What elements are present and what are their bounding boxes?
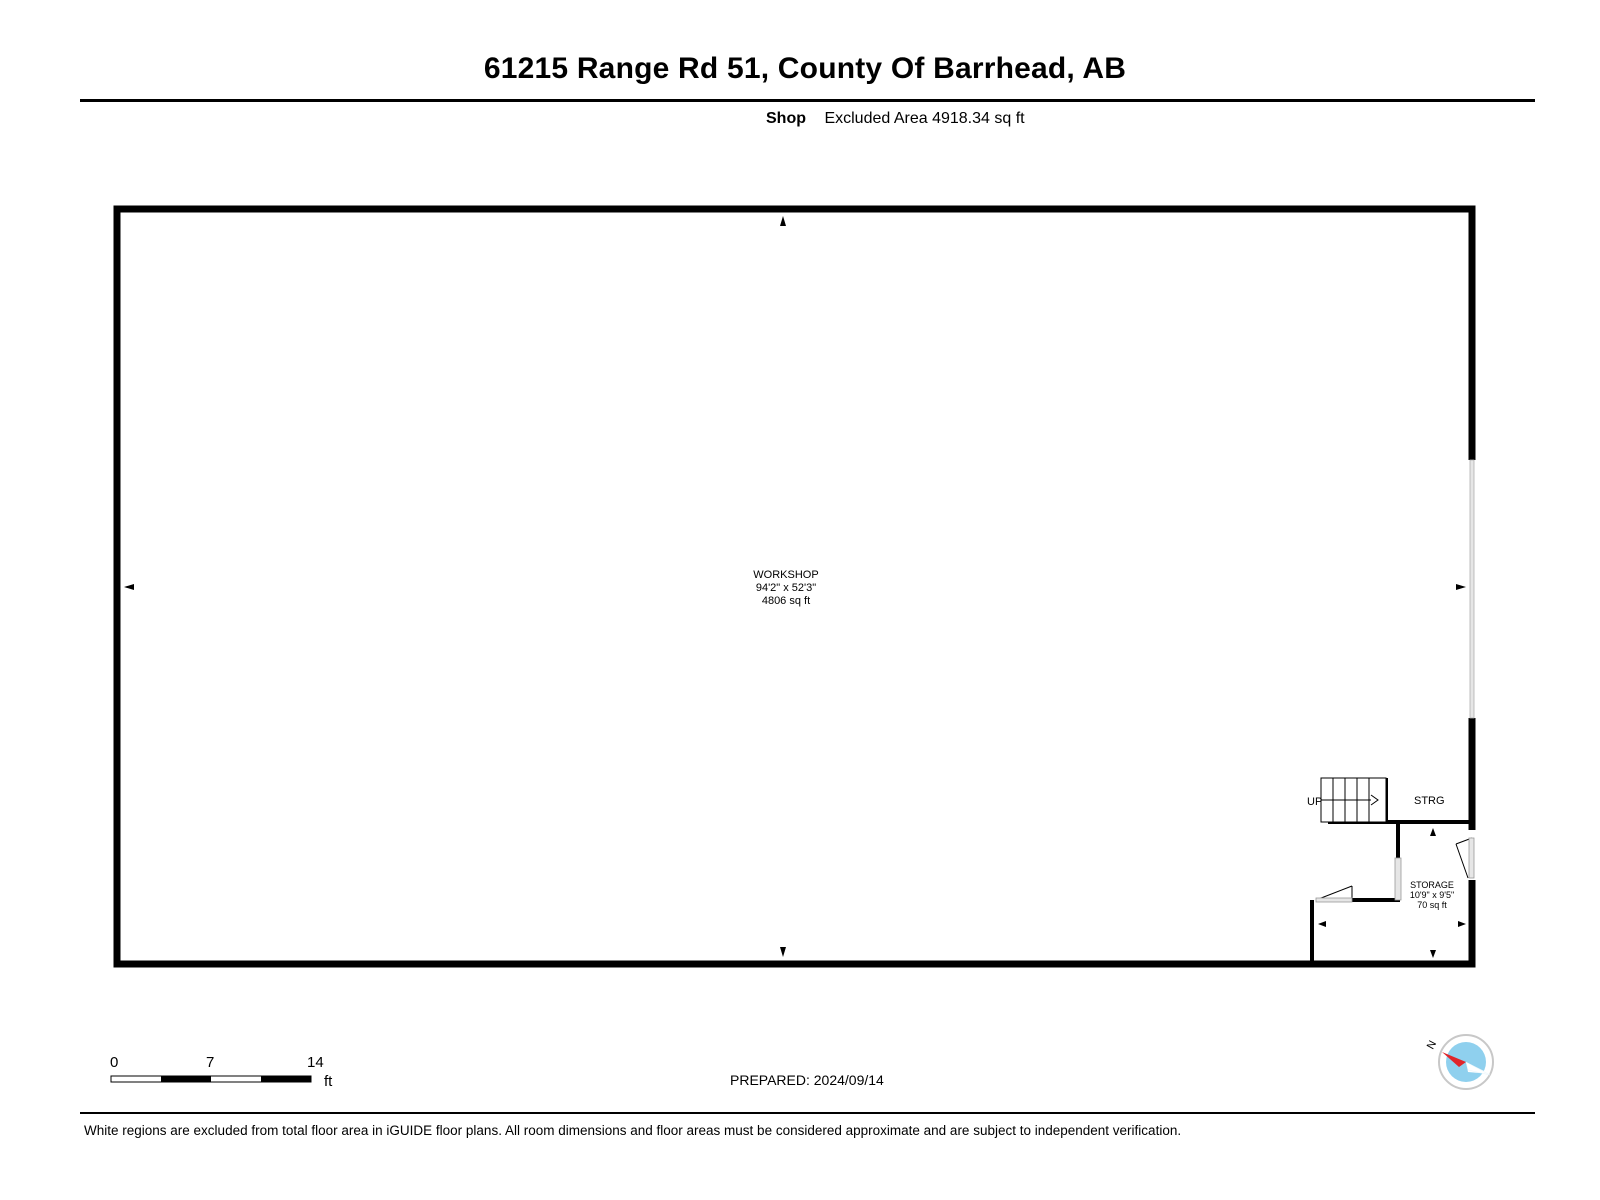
compass-icon: N [1425, 1034, 1494, 1090]
room-workshop: WORKSHOP 94'2" x 52'3" 4806 sq ft [753, 569, 818, 607]
scale-unit: ft [324, 1073, 333, 1090]
header-divider [80, 99, 1535, 102]
storage-door-west [1394, 857, 1402, 901]
scale-tick-0: 0 [110, 1054, 118, 1071]
scale-bar: 0 7 14 ft [110, 1054, 333, 1090]
workshop-area: 4806 sq ft [762, 595, 810, 607]
storage-dimensions: 10'9" x 9'5" [1410, 890, 1454, 900]
level-name: Shop [766, 110, 806, 127]
outer-walls [113, 205, 1476, 968]
room-storage: STORAGE 10'9" x 9'5" 70 sq ft [1410, 880, 1454, 910]
strg-door [1455, 837, 1475, 879]
workshop-name: WORKSHOP [753, 569, 818, 581]
overhead-door [1469, 459, 1475, 719]
prepared-date: PREPARED: 2024/09/14 [730, 1072, 884, 1088]
excluded-area: Excluded Area 4918.34 sq ft [824, 110, 1025, 127]
workshop-dimensions: 94'2" x 52'3" [756, 582, 816, 594]
scale-tick-14: 14 [307, 1054, 324, 1071]
disclaimer: White regions are excluded from total fl… [84, 1123, 1182, 1138]
storage-door-south [1315, 885, 1353, 903]
page-title: 61215 Range Rd 51, County Of Barrhead, A… [483, 52, 1127, 85]
footer-divider [80, 1112, 1535, 1114]
compass-north-label: N [1425, 1039, 1439, 1052]
stairs-label: UP [1307, 796, 1322, 808]
room-strg: STRG [1414, 795, 1445, 807]
storage-name: STORAGE [1410, 880, 1454, 890]
dimension-markers [124, 216, 1466, 958]
level-summary: Shop Excluded Area 4918.34 sq ft [766, 110, 1025, 128]
stairs [1320, 777, 1387, 823]
scale-tick-7: 7 [206, 1054, 214, 1071]
storage-area: 70 sq ft [1417, 900, 1447, 910]
